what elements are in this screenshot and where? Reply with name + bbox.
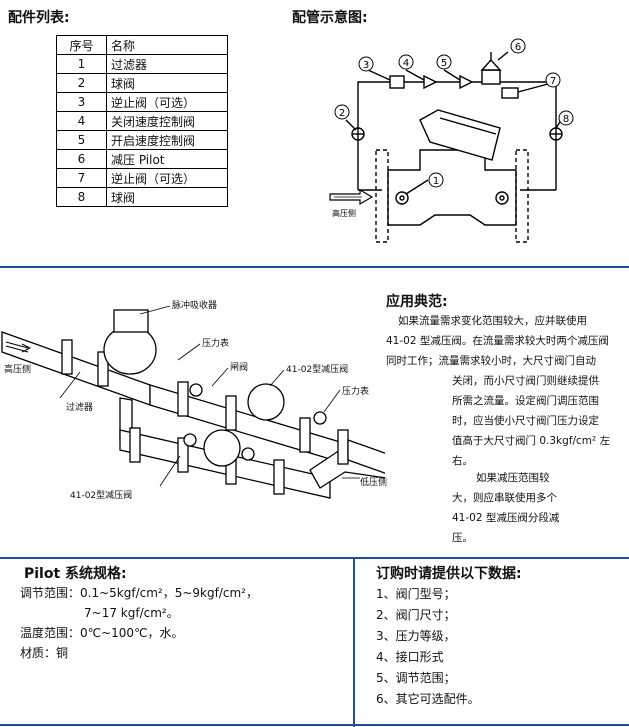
divider-bottom [0, 724, 629, 726]
pilot-spec-line: 温度范围：0℃~100℃，水。 [20, 626, 184, 640]
row-number: 3 [56, 92, 107, 112]
table-header-row: 序号 名称 [56, 35, 228, 55]
application-line: 同时工作；流量需求较小时，大尺寸阀门自动 [386, 355, 596, 367]
callout-2: 2 [339, 108, 345, 119]
callout-7: 7 [550, 76, 556, 87]
flow-arrow-icon [329, 188, 374, 206]
row-number: 8 [56, 187, 107, 207]
order-item: 6、其它可选配件。 [376, 692, 480, 706]
application-title: 应用典范: [386, 294, 448, 310]
application-line: 时，应当使小尺寸阀门压力设定 [452, 415, 599, 427]
row-name: 开启速度控制阀 [106, 130, 228, 150]
application-line: 值高于大尺寸阀门 0.3kgf/cm² 左 [452, 435, 611, 447]
row-number: 6 [56, 149, 107, 169]
order-item: 2、阀门尺寸； [376, 608, 456, 622]
row-name: 逆止阀（可选） [106, 92, 228, 112]
valve-4102-upper [247, 383, 285, 421]
main-valve-bonnet [419, 109, 501, 161]
installation-drawing [1, 305, 385, 499]
application-line: 右。 [452, 455, 473, 467]
order-info-title: 订购时请提供以下数据: [376, 566, 522, 582]
label-pressure-gauge-1: 压力表 [202, 339, 230, 349]
application-line: 41-02 型减压阀。在流量需求较大时两个减压阀 [386, 335, 609, 347]
main-valve-body [387, 149, 517, 226]
application-line: 41-02 型减压阀分段减 [452, 512, 560, 524]
label-low-side: 低压侧 [360, 478, 388, 488]
row-name: 关闭速度控制阀 [106, 111, 228, 131]
control-loop-line [357, 81, 557, 190]
upper-main-pipe [149, 384, 385, 477]
row-name: 逆止阀（可选） [106, 168, 228, 188]
order-item: 1、阀门型号； [376, 587, 456, 601]
parts-list-title: 配件列表: [8, 10, 70, 26]
application-line: 大，则应串联使用多个 [452, 492, 557, 504]
callout-8: 8 [563, 114, 569, 125]
callout-1: 1 [433, 176, 439, 187]
callout-5: 5 [441, 58, 447, 69]
label-valve-4102-bottom: 41-02型减压阀 [70, 491, 133, 501]
row-number: 1 [56, 54, 107, 74]
row-number: 2 [56, 73, 107, 93]
row-name: 减压 Pilot [106, 149, 228, 169]
piping-schematic: 1 2 3 4 5 6 7 8 高压侧 [329, 38, 574, 243]
header-name: 名称 [106, 35, 228, 55]
divider-vertical [353, 557, 355, 727]
row-number: 5 [56, 130, 107, 150]
order-item: 3、压力等级， [376, 629, 456, 643]
header-number: 序号 [56, 35, 107, 55]
pilot-specs-title: Pilot 系统规格: [24, 566, 127, 582]
application-line: 如果流量需求变化范围较大，应并联使用 [398, 315, 587, 327]
upper-main-valve [103, 325, 157, 375]
valve-4102-lower [203, 429, 241, 467]
row-number: 7 [56, 168, 107, 188]
pilot-spec-line: 材质：铜 [20, 646, 69, 660]
application-line: 关闭，而小尺寸阀门则继续提供 [452, 375, 599, 387]
label-valve-4102-top: 41-02型减压阀 [286, 365, 349, 375]
divider-top [0, 266, 629, 268]
flow-label: 高压侧 [332, 208, 356, 218]
piping-diagram-title: 配管示意图: [292, 10, 368, 26]
right-flange [515, 149, 529, 243]
row-name: 球阀 [106, 73, 228, 93]
callout-3: 3 [363, 60, 369, 71]
application-line: 如果减压范围较 [476, 472, 550, 484]
divider-middle [0, 557, 629, 559]
row-name: 过滤器 [106, 54, 228, 74]
order-item: 4、接口形式 [376, 650, 444, 664]
row-number: 4 [56, 111, 107, 131]
callout-4: 4 [403, 58, 409, 69]
label-absorber: 脉冲吸收器 [172, 301, 218, 311]
pilot-spec-line: 7~17 kgf/cm²。 [84, 606, 179, 620]
callout-6: 6 [515, 42, 521, 53]
left-flange [375, 149, 389, 243]
pilot-spec-line: 调节范围：0.1~5kgf/cm²，5~9kgf/cm²， [20, 586, 258, 600]
application-line: 压。 [452, 532, 473, 544]
order-item: 5、调节范围； [376, 671, 456, 685]
label-strainer: 过滤器 [66, 403, 94, 413]
row-name: 球阀 [106, 187, 228, 207]
application-line: 所需之流量。设定阀门调压范围 [452, 395, 599, 407]
label-gate-valve: 闸阀 [230, 363, 249, 373]
label-high-side: 高压侧 [4, 365, 32, 375]
label-pressure-gauge-2: 压力表 [342, 387, 370, 397]
